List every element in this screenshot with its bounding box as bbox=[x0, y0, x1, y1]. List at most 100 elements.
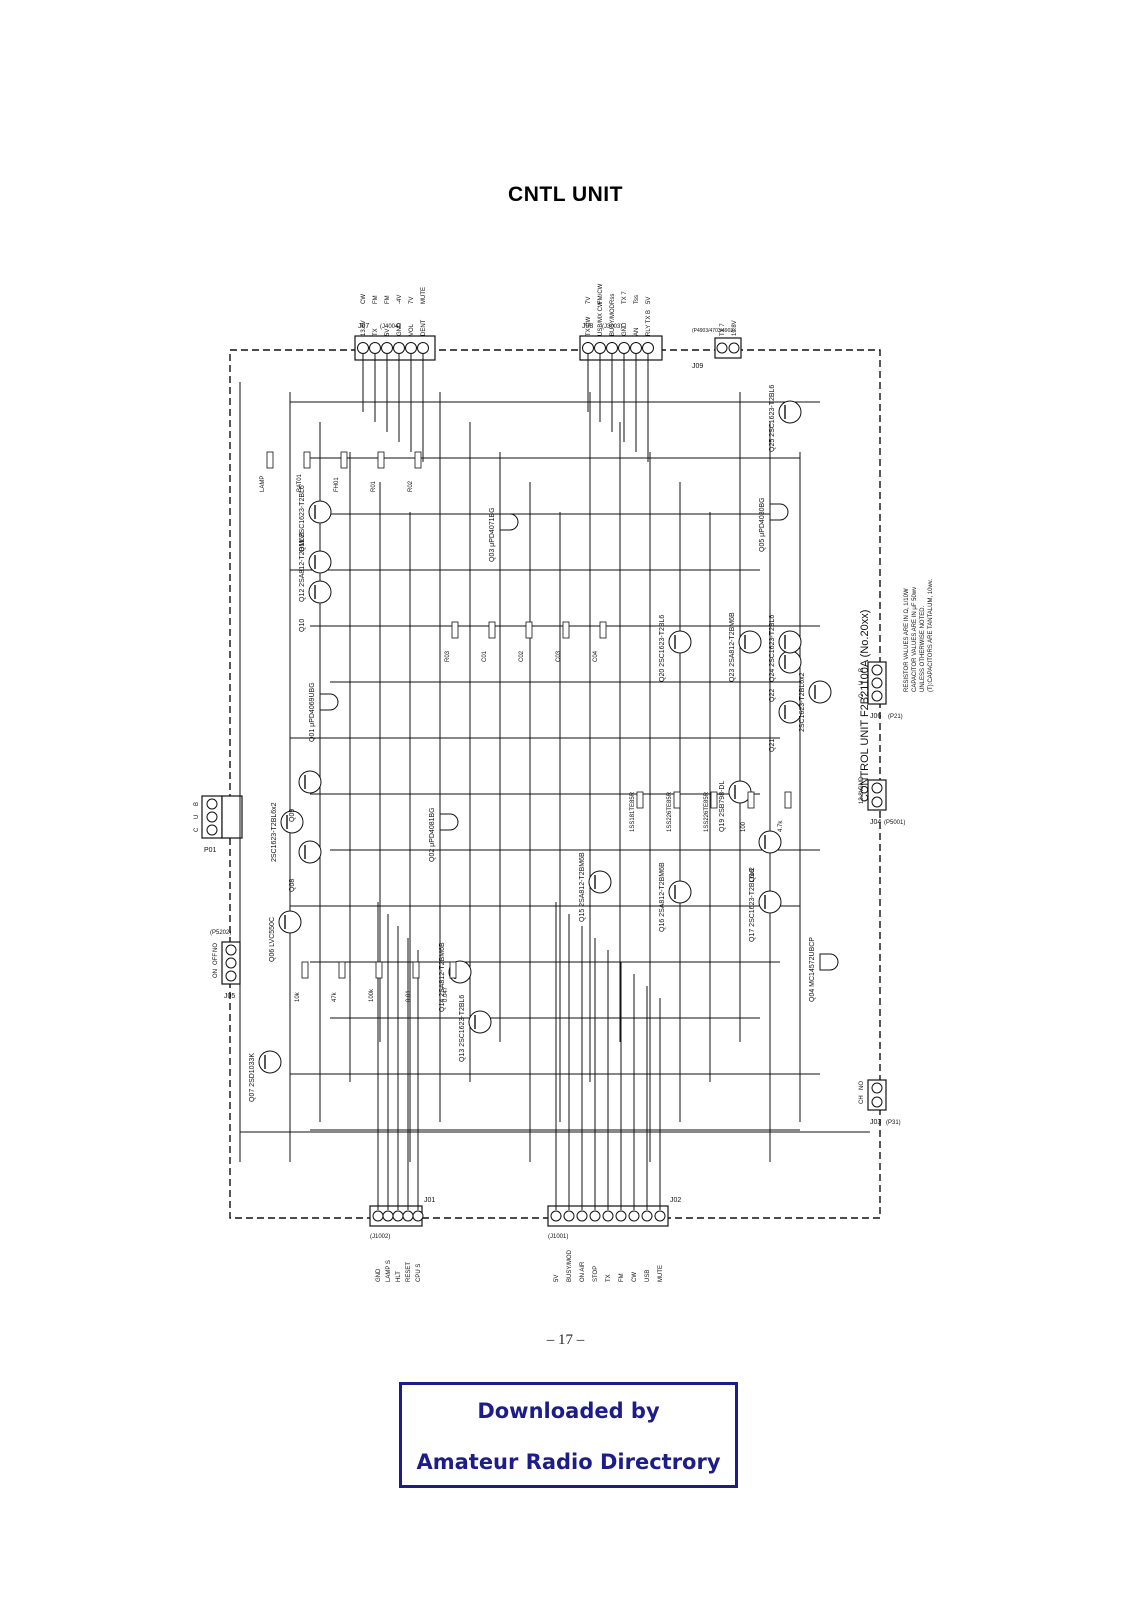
board-outline bbox=[229, 349, 881, 1219]
j03-label: J03 bbox=[870, 1119, 881, 1126]
j05-pin-label: OFF bbox=[213, 953, 219, 965]
value-label: C04 bbox=[593, 650, 599, 662]
resistor-symbol bbox=[375, 961, 383, 979]
j01-pin-label: HLT bbox=[396, 1271, 402, 1282]
resistor-symbol bbox=[338, 961, 346, 979]
note-1: RESISTOR VALUES ARE IN Ω, 1/10W bbox=[904, 588, 910, 692]
credit-line-1: Downloaded by bbox=[477, 1399, 660, 1423]
component-label: Q17 2SC1623-T2BL6x2 bbox=[749, 867, 756, 942]
credit-line-2: Amateur Radio Directrory bbox=[416, 1450, 721, 1474]
j08-pin-label: RLY TX B bbox=[646, 310, 652, 336]
j09-pin bbox=[728, 342, 740, 354]
j08-label: J08 bbox=[582, 323, 593, 330]
component-label: Q23 2SA812-T2BM6B bbox=[729, 612, 736, 682]
value-label: 10k bbox=[295, 991, 301, 1002]
p01-pin-label: U bbox=[194, 815, 200, 819]
resistor-symbol bbox=[562, 621, 570, 639]
j05-pin-label: ON bbox=[213, 969, 219, 978]
p01-pin bbox=[206, 798, 218, 810]
j04-pin bbox=[871, 796, 883, 808]
logic-gate-symbol bbox=[439, 813, 459, 831]
j08-pin bbox=[582, 342, 594, 354]
j07-signal-label: MUTE bbox=[421, 287, 427, 304]
transistor-symbol bbox=[258, 1050, 282, 1074]
j06-pin-label: U bbox=[859, 681, 865, 685]
j03-pin-label: CH bbox=[859, 1095, 865, 1104]
transistor-symbol bbox=[778, 650, 802, 674]
j08-pin bbox=[594, 342, 606, 354]
j09-label: J09 bbox=[692, 363, 703, 370]
j02-pin-label: FM bbox=[619, 1273, 625, 1282]
j07-pin bbox=[393, 342, 405, 354]
j07-pin-label: VOL bbox=[409, 323, 415, 336]
value-label: BAT01 bbox=[297, 473, 303, 492]
j07-pin bbox=[381, 342, 393, 354]
component-label: Q10 bbox=[299, 619, 306, 632]
j01-pin bbox=[392, 1210, 404, 1222]
j08-signal-label: FM/CW bbox=[598, 283, 604, 304]
logic-gate-symbol bbox=[819, 953, 839, 971]
p01-pin bbox=[206, 824, 218, 836]
p01-pin-label: C bbox=[194, 827, 200, 832]
j02-pin bbox=[550, 1210, 562, 1222]
transistor-symbol bbox=[738, 630, 762, 654]
transistor-symbol bbox=[778, 700, 802, 724]
transistor-symbol bbox=[668, 630, 692, 654]
j06-pin bbox=[871, 690, 883, 702]
j01-pin bbox=[412, 1210, 424, 1222]
resistor-symbol bbox=[414, 451, 422, 469]
j01-pin-label: GND bbox=[376, 1268, 382, 1282]
j07-pin bbox=[417, 342, 429, 354]
j05-pin bbox=[225, 970, 237, 982]
j01-label: J01 bbox=[424, 1197, 435, 1204]
j02-pin-label: 5V bbox=[554, 1275, 560, 1282]
j09-pin bbox=[716, 342, 728, 354]
transistor-symbol bbox=[308, 550, 332, 574]
j04-pin bbox=[871, 782, 883, 794]
j01-pin-label: CPU S bbox=[416, 1264, 422, 1282]
j08-pin-label: USB/MX CW bbox=[598, 301, 604, 336]
j07-pin-label: GND bbox=[397, 322, 403, 336]
value-label: 1SS226TE85R bbox=[667, 791, 673, 832]
j08-pin-label: AN bbox=[634, 328, 640, 336]
j02-pin-label: BUSY/MOD bbox=[567, 1249, 573, 1282]
resistor-symbol bbox=[301, 961, 309, 979]
value-label: FH01 bbox=[334, 477, 340, 492]
j07-ref: (J4004) bbox=[380, 324, 400, 330]
j02-pin bbox=[576, 1210, 588, 1222]
note-4: (T):CAPACITORS ARE TANTALUM, 10wv. bbox=[928, 579, 934, 692]
transistor-symbol bbox=[778, 400, 802, 424]
transistor-symbol bbox=[758, 890, 782, 914]
resistor-symbol bbox=[303, 451, 311, 469]
resistor-symbol bbox=[599, 621, 607, 639]
transistor-symbol bbox=[758, 830, 782, 854]
j08-pin bbox=[606, 342, 618, 354]
component-label: Q11 2SC1623-T2BL6 bbox=[299, 485, 306, 552]
component-label: Q21 bbox=[769, 739, 776, 752]
j01-pin bbox=[382, 1210, 394, 1222]
p01-label: P01 bbox=[204, 847, 217, 854]
j04-pin-label: 13.8V bbox=[859, 788, 865, 804]
logic-gate-symbol bbox=[769, 503, 789, 521]
j09-ref: (P4903/4703/4903) bbox=[692, 328, 735, 334]
j02-pin-label: MUTE bbox=[658, 1265, 664, 1282]
value-label: 100 bbox=[741, 821, 747, 832]
j07-signal-label: FM bbox=[385, 295, 391, 304]
j07-signal-label: 7V bbox=[409, 297, 415, 304]
resistor-symbol bbox=[488, 621, 496, 639]
j07-pin-label: DENT bbox=[421, 319, 427, 336]
j05-pin bbox=[225, 957, 237, 969]
resistor-symbol bbox=[449, 961, 457, 979]
j07-pin-label: 13.8V bbox=[361, 320, 367, 336]
p01-pin-label: B bbox=[194, 802, 200, 806]
j08-pin bbox=[630, 342, 642, 354]
j08-signal-label: Rss bbox=[610, 294, 616, 304]
component-label: Q04 MC14572UBCP bbox=[809, 937, 816, 1002]
component-label: Q08 bbox=[289, 879, 296, 892]
j08-pin-label: TX CW bbox=[586, 316, 592, 336]
j02-pin bbox=[654, 1210, 666, 1222]
j01-ref: (J1002) bbox=[370, 1234, 390, 1240]
note-2: CAPACITOR VALUES ARE IN μF 50wv bbox=[912, 587, 918, 692]
j08-pin bbox=[642, 342, 654, 354]
component-label: Q20 2SC1623-T2BL6 bbox=[659, 615, 666, 682]
